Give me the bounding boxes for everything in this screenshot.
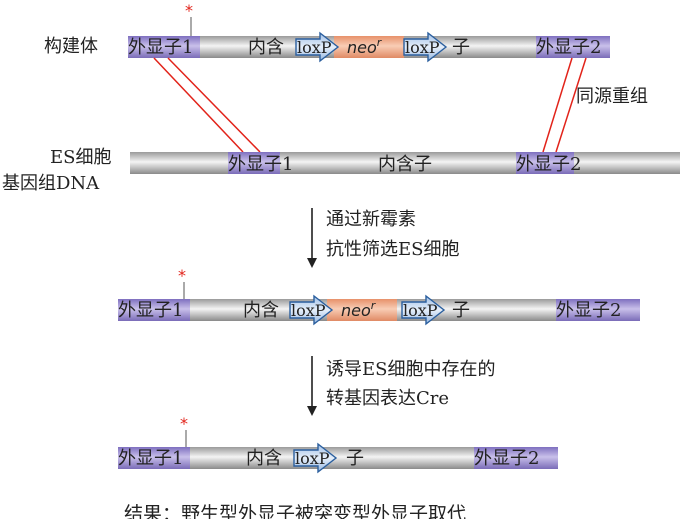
- construct-label: 构建体: [44, 36, 98, 57]
- step1-text-line2: 抗性筛选ES细胞: [326, 239, 459, 260]
- step2-text-line2: 转基因表达Cre: [326, 388, 449, 409]
- excised-intron-left-label: 内含: [246, 448, 282, 469]
- genomic-row: ES细胞 基因组DNA 外显子1 内含子 外显子2: [2, 147, 680, 194]
- mutation-star: *: [178, 266, 186, 285]
- excised-exon2: [474, 447, 558, 469]
- recombined-intron-right-label: 子: [452, 300, 470, 321]
- construct-neo: [334, 36, 404, 58]
- excised-loxp: loxP: [293, 442, 338, 474]
- loxp-label: loxP: [291, 301, 326, 320]
- construct-exon2-label: 外显子2: [536, 37, 601, 58]
- mutation-star: *: [185, 1, 193, 20]
- excised-bar: [118, 447, 558, 469]
- result-caption: 结果：野生型外显子被突变型外显子取代: [124, 503, 466, 519]
- recombined-loxp-left: loxP: [289, 294, 334, 326]
- genomic-exon2-label: 外显子2: [516, 154, 581, 175]
- excised-row: loxP 外显子1 内含 子 外显子2 *: [118, 414, 558, 474]
- genomic-exon1-label: 外显子1: [228, 154, 293, 175]
- construct-neo-label: neor: [347, 36, 383, 57]
- recombined-row: loxP loxP 外显子1 内含 neor 子 外显子2 *: [118, 266, 640, 326]
- genomic-exon2: [516, 152, 574, 174]
- construct-intron-left-label: 内含: [248, 37, 284, 58]
- loxp-label: loxP: [297, 38, 332, 57]
- crossover-lines: [153, 57, 587, 153]
- loxp-label: loxP: [405, 38, 440, 57]
- construct-exon2: [536, 36, 610, 58]
- step2-arrow: [307, 356, 317, 416]
- recombined-neo-label: neor: [341, 299, 377, 320]
- recombined-exon2-label: 外显子2: [556, 300, 621, 321]
- excised-exon2-label: 外显子2: [474, 448, 539, 469]
- loxp-label: loxP: [403, 301, 438, 320]
- construct-loxp-right: loxP: [403, 31, 448, 63]
- homologous-recombination-label: 同源重组: [576, 86, 648, 107]
- genomic-intron-label: 内含子: [378, 154, 432, 175]
- construct-intron-right-label: 子: [452, 37, 470, 58]
- construct-loxp-left: loxP: [295, 31, 340, 63]
- excised-intron-right-label: 子: [346, 448, 364, 469]
- step1-arrow: [307, 208, 317, 268]
- recombined-exon2: [556, 299, 640, 321]
- es-cell-label: ES细胞: [50, 147, 111, 168]
- mutation-star: *: [180, 414, 188, 433]
- genomic-exon1: [228, 152, 280, 174]
- construct-exon1: [128, 36, 200, 58]
- recombined-exon1: [118, 299, 190, 321]
- recombined-neo: [327, 299, 397, 321]
- excised-exon1: [118, 447, 190, 469]
- step2-text-line1: 诱导ES细胞中存在的: [326, 359, 495, 380]
- construct-exon1-label: 外显子1: [128, 37, 193, 58]
- step1-text-line1: 通过新霉素: [326, 209, 416, 230]
- recombined-exon1-label: 外显子1: [118, 300, 183, 321]
- recombined-intron-left-label: 内含: [243, 300, 279, 321]
- genomic-dna-label: 基因组DNA: [2, 173, 100, 194]
- loxp-label: loxP: [295, 449, 330, 468]
- construct-row: 构建体 loxP loxP 外显子1 内含 neor 子 外显子2 *: [44, 1, 610, 63]
- recombined-loxp-right: loxP: [401, 294, 446, 326]
- excised-exon1-label: 外显子1: [118, 448, 183, 469]
